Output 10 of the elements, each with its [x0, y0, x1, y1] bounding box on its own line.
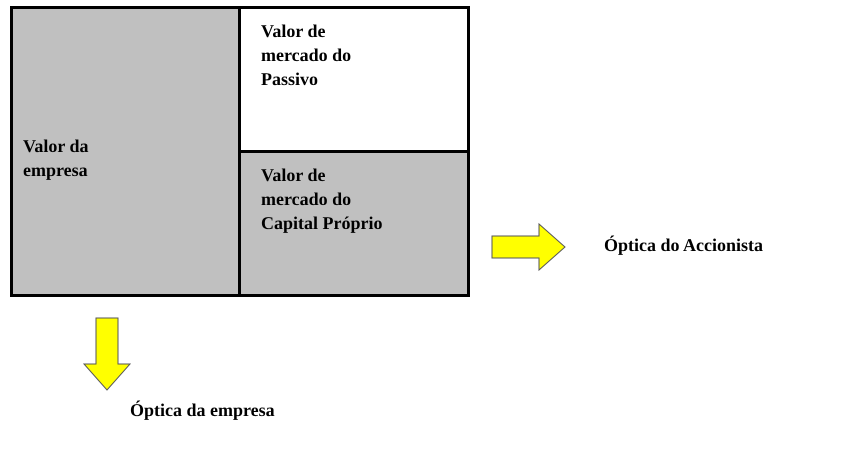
panel-label: Valor de mercado do Passivo: [261, 20, 352, 91]
block-arrow: [82, 318, 132, 391]
panel-label: Valor da empresa: [23, 135, 90, 182]
heading-text: Óptica da empresa: [130, 399, 276, 422]
heading-text: Óptica do Accionista: [604, 234, 764, 257]
liability-value-panel: [238, 6, 470, 153]
block-arrow: [492, 222, 566, 272]
panel-label: Valor de mercado do Capital Próprio: [261, 164, 384, 235]
equity-value-panel: [238, 150, 470, 297]
company-value-panel: [10, 6, 241, 297]
